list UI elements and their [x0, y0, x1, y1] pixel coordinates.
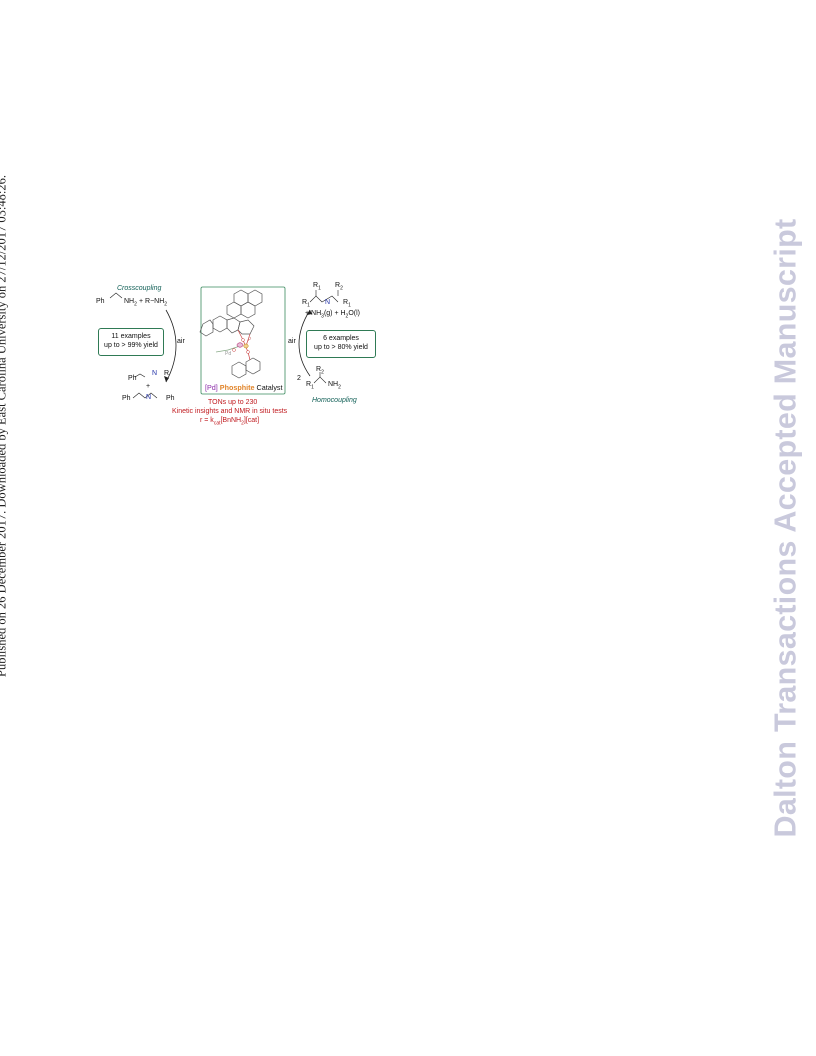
crosscoupling-title: Crosscoupling: [117, 285, 162, 292]
left-reactant-nh: NH: [124, 298, 135, 305]
right-reactant-r2: R2: [316, 366, 324, 375]
left-product1-n: N: [152, 370, 158, 377]
left-plus-sign: +: [146, 383, 151, 390]
right-reactant-r2-sub: 2: [321, 369, 324, 376]
right-reactant-r1-sub: 1: [311, 384, 314, 391]
right-product-r1b: R1: [302, 299, 310, 308]
left-product1-r: R: [164, 370, 170, 377]
right-reactant-nh2: NH2: [328, 381, 341, 390]
right-examples-box: 6 examples up to > 80% yield: [306, 330, 376, 358]
right-product-r2: R2: [335, 282, 343, 291]
right-byproducts-mid: (g) + H: [323, 310, 346, 317]
right-reactant-r1-letter: R: [306, 381, 312, 388]
left-plus-rnh: + R−NH: [139, 298, 165, 305]
right-reactant-two: 2: [297, 375, 301, 382]
catalyst-phosphite: Phosphite: [219, 383, 255, 392]
rate-law: r = kcat[BnNH2][cat]: [200, 417, 259, 426]
publication-note-text: Published on 26 December 2017. Downloade…: [0, 174, 9, 678]
right-byproducts: + NH3(g) + H2O(l): [305, 310, 360, 319]
right-product-r2-sub: 2: [340, 285, 343, 292]
left-plus-amine: + R−NH2: [139, 298, 167, 307]
left-product2-ph1: Ph: [122, 395, 131, 402]
right-product-r2-letter: R: [335, 282, 341, 289]
right-byproducts-end: O(l): [348, 310, 360, 317]
right-examples-yield: up to > 80% yield: [314, 344, 368, 351]
right-examples-count: 6 examples: [323, 335, 359, 342]
right-byproducts-nh: + NH: [305, 310, 322, 317]
rate-law-rest: [BnNH: [220, 417, 242, 424]
catalyst-pd: [Pd]: [205, 383, 218, 392]
right-reactant-r1: R1: [306, 381, 314, 390]
right-reactant-r2-letter: R: [316, 366, 322, 373]
left-examples-box: 11 examples up to > 99% yield: [98, 328, 164, 356]
right-reactant-nh2-sub: 2: [338, 384, 341, 391]
graphical-abstract-scheme: Crosscoupling Ph NH2 + R−NH2 11 examples…: [88, 280, 388, 430]
left-product1-ph: Ph: [128, 375, 137, 382]
right-byproducts-sub2: 2: [345, 313, 349, 320]
right-product-n: N: [325, 299, 331, 306]
left-reactant-amine: NH2: [124, 298, 137, 307]
right-air-label: air: [288, 338, 296, 345]
rate-law-end: ][cat]: [243, 417, 260, 424]
left-examples-yield: up to > 99% yield: [104, 342, 158, 349]
right-product-r1c-letter: R: [343, 299, 349, 306]
right-byproducts-sub1: 3: [321, 313, 324, 320]
right-product-r1c: R1: [343, 299, 351, 308]
rate-law-r: r = k: [200, 417, 214, 424]
left-product2-ph2: Ph: [166, 395, 175, 402]
right-product-r1a-sub: 1: [318, 285, 321, 292]
right-product-r1a: R1: [313, 282, 321, 291]
right-product-r1c-sub: 1: [348, 302, 351, 309]
right-product-r1b-sub: 1: [307, 302, 310, 309]
watermark-text: Dalton Transactions Accepted Manuscript: [768, 218, 803, 838]
homocoupling-title: Homocoupling: [312, 397, 357, 404]
tons-text: TONs up to 230: [208, 399, 258, 406]
rate-law-sub2: 2: [241, 420, 244, 427]
scheme-drawing: [109, 286, 339, 399]
crystal-pd-label: Pd: [225, 351, 232, 357]
left-product2-n: N: [146, 394, 152, 401]
crystal-p-label: P: [248, 337, 252, 343]
left-plus-sub: 2: [164, 301, 168, 308]
left-reactant-ph: Ph: [96, 298, 105, 305]
rate-law-sub: cat: [213, 420, 221, 427]
left-examples-count: 11 examples: [111, 333, 151, 340]
right-product-r1b-letter: R: [302, 299, 308, 306]
left-air-label: air: [177, 338, 185, 345]
right-reactant-nh: NH: [328, 381, 339, 388]
catalyst-word: Catalyst: [256, 383, 283, 392]
right-product-r1a-letter: R: [313, 282, 319, 289]
catalyst-label: [Pd] Phosphite Catalyst: [205, 383, 283, 392]
left-reactant-sub: 2: [134, 301, 137, 308]
kinetic-text: Kinetic insights and NMR in situ tests: [172, 408, 288, 415]
